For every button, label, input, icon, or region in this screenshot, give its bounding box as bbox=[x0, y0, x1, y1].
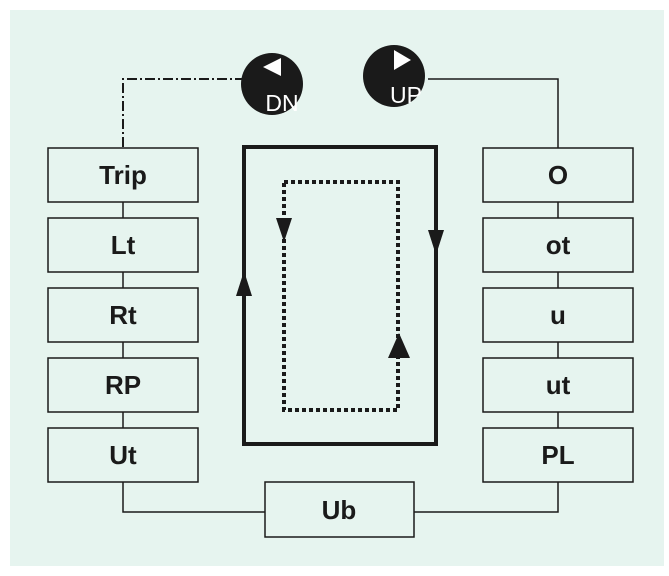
menu-box-lt[interactable] bbox=[47, 217, 199, 273]
left-column: Trip Lt Rt RP Ut bbox=[47, 147, 199, 483]
arrow-down-icon bbox=[276, 218, 292, 242]
menu-box-ot[interactable] bbox=[482, 217, 634, 273]
menu-box-label: Rt bbox=[109, 300, 137, 330]
right-to-ub-connector bbox=[414, 482, 559, 513]
menu-box-ut[interactable] bbox=[47, 427, 199, 483]
menu-box-label: O bbox=[548, 160, 568, 190]
dn-connector-line bbox=[122, 78, 245, 148]
inner-cycle-rectangle bbox=[282, 180, 400, 412]
menu-box-label: Trip bbox=[99, 160, 147, 190]
arrow-up-icon bbox=[236, 271, 252, 296]
menu-box-label: ut bbox=[546, 370, 571, 400]
menu-box-label: PL bbox=[541, 440, 574, 470]
menu-box-label: RP bbox=[105, 370, 141, 400]
dn-button-label: DN bbox=[265, 90, 298, 116]
menu-box-u[interactable] bbox=[482, 287, 634, 343]
arrow-up-icon bbox=[388, 333, 410, 358]
menu-box-rt[interactable] bbox=[47, 287, 199, 343]
menu-box-label: ot bbox=[546, 230, 571, 260]
menu-box-o[interactable] bbox=[482, 147, 634, 203]
arrow-down-icon bbox=[428, 230, 444, 255]
dn-button-circle[interactable] bbox=[241, 53, 303, 115]
left-to-ub-connector bbox=[122, 482, 265, 513]
menu-box-label: Ub bbox=[322, 495, 357, 525]
triangle-left-icon bbox=[263, 58, 281, 76]
right-column: O ot u ut PL bbox=[482, 147, 634, 483]
menu-box-label: Ut bbox=[109, 440, 137, 470]
menu-box-ub[interactable] bbox=[264, 481, 415, 538]
menu-box-pl[interactable] bbox=[482, 427, 634, 483]
up-connector-line bbox=[428, 78, 559, 148]
menu-box-label: Lt bbox=[111, 230, 136, 260]
menu-box-rp[interactable] bbox=[47, 357, 199, 413]
menu-box-ut-right[interactable] bbox=[482, 357, 634, 413]
menu-box-trip[interactable] bbox=[47, 147, 199, 203]
menu-box-label: u bbox=[550, 300, 566, 330]
up-button-label: UP bbox=[390, 82, 422, 108]
triangle-right-icon bbox=[394, 50, 411, 70]
up-button[interactable]: UP bbox=[363, 45, 425, 108]
bottom-box-group: Ub bbox=[264, 481, 415, 538]
dn-button[interactable]: DN bbox=[241, 53, 303, 116]
